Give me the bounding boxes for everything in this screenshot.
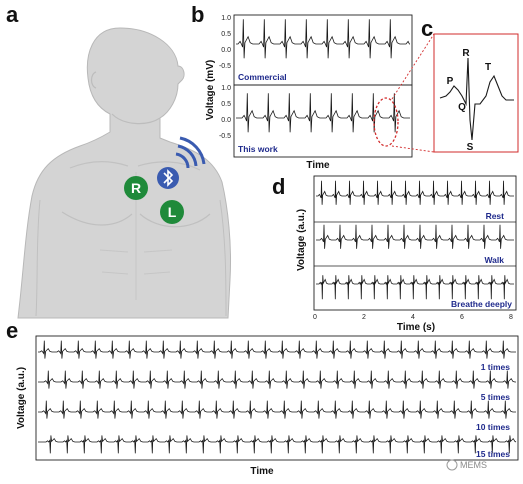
panel-b-xlabel: Time — [306, 160, 330, 171]
panel-d-plot: Rest Walk Breathe deeply — [313, 175, 517, 311]
zoom-connector-bottom — [391, 145, 435, 153]
trace-label-1-times: 1 times — [481, 362, 511, 372]
panel-d-xtick: 4 — [411, 314, 415, 321]
panel-d-xtick: 0 — [313, 314, 317, 321]
ecg-trace-line — [316, 224, 514, 249]
zoomed-ecg-beat — [439, 57, 514, 141]
watermark-text: MEMS — [460, 460, 487, 470]
electrode-l: L — [160, 200, 184, 224]
wave-label-q: Q — [458, 102, 466, 113]
trace-label-this-work: This work — [238, 144, 278, 154]
ecg-trace-5-times — [38, 370, 516, 389]
wave-label-s: S — [467, 142, 474, 153]
bluetooth-icon — [163, 169, 174, 187]
ecg-trace-line — [38, 435, 517, 454]
panel-letter-b: b — [191, 2, 204, 27]
electrode-r-label: R — [131, 180, 141, 196]
panel-d-xtick: 2 — [362, 314, 366, 321]
ecg-trace-line — [236, 93, 410, 133]
panel-letter-e: e — [6, 318, 18, 343]
zoom-connector-top — [391, 33, 435, 100]
trace-label-15-times: 15 times — [476, 449, 510, 459]
ecg-trace-this-work — [236, 93, 410, 133]
trace-label-walk: Walk — [484, 255, 504, 265]
panel-b-ylabel: Voltage (mV) — [205, 60, 216, 120]
panel-e-ylabel: Voltage (a.u.) — [16, 367, 27, 429]
ecg-trace-10-times — [38, 400, 516, 419]
panel-b-bottom-plot: 1.0 0.5 0.0 -0.5 This work — [219, 84, 413, 158]
wave-label-t: T — [485, 62, 491, 73]
panel-b-top-ytick: 0.0 — [221, 47, 231, 54]
wave-label-p: P — [447, 76, 454, 87]
panel-b-bottom-ytick: 0.5 — [221, 101, 231, 108]
watermark: MEMS — [446, 459, 487, 471]
ecg-trace-line — [316, 180, 514, 205]
panel-d-ylabel: Voltage (a.u.) — [296, 209, 307, 271]
ecg-trace-line — [38, 370, 516, 389]
panel-letter-c: c — [421, 16, 433, 41]
panel-d-xticks: 0 2 4 6 8 — [313, 314, 513, 321]
wechat-icon — [446, 459, 458, 471]
bluetooth-module — [157, 167, 179, 189]
trace-label-10-times: 10 times — [476, 422, 510, 432]
ecg-trace-rest — [316, 180, 514, 205]
ecg-trace-1-times — [38, 340, 516, 359]
panel-b-bottom-ytick: 1.0 — [221, 85, 231, 92]
panel-d-xlabel: Time (s) — [397, 322, 435, 333]
panel-d-xtick: 8 — [509, 314, 513, 321]
panel-d-xtick: 6 — [460, 314, 464, 321]
ecg-trace-breathe-deeply — [316, 275, 514, 300]
trace-label-commercial: Commercial — [238, 72, 287, 82]
ecg-trace-15-times — [38, 435, 517, 454]
zoom-ellipse — [373, 97, 399, 147]
electrode-l-label: L — [168, 204, 177, 220]
wifi-signal-icon — [175, 136, 206, 169]
panel-b-top-ytick: 1.0 — [221, 15, 231, 22]
panel-b-bottom-ytick: -0.5 — [219, 133, 231, 140]
panel-b-bottom-ytick: 0.0 — [221, 117, 231, 124]
ecg-trace-walk — [316, 224, 514, 249]
ecg-trace-line — [38, 340, 516, 359]
panel-letter-d: d — [272, 174, 285, 199]
electrode-r: R — [124, 176, 148, 200]
panel-b-top-ytick: 0.5 — [221, 31, 231, 38]
panel-e-plot: 1 times 5 times 10 times 15 times — [35, 335, 519, 461]
trace-label-rest: Rest — [486, 211, 505, 221]
panel-b-top-ytick: -0.5 — [219, 63, 231, 70]
wave-label-r: R — [462, 48, 470, 59]
human-torso-illustration — [17, 27, 232, 319]
ecg-trace-line — [316, 275, 514, 300]
trace-label-breathe-deeply: Breathe deeply — [451, 299, 512, 309]
ecg-trace-line — [38, 400, 516, 419]
panel-c-zoom-box: P R Q T S — [433, 33, 519, 153]
ecg-trace-commercial — [236, 19, 410, 59]
panel-letter-a: a — [6, 2, 19, 27]
panel-b-top-plot: 1.0 0.5 0.0 -0.5 Commercial — [219, 14, 413, 86]
ecg-trace-line — [236, 19, 410, 59]
panel-e-xlabel: Time — [250, 466, 274, 477]
trace-label-5-times: 5 times — [481, 392, 511, 402]
